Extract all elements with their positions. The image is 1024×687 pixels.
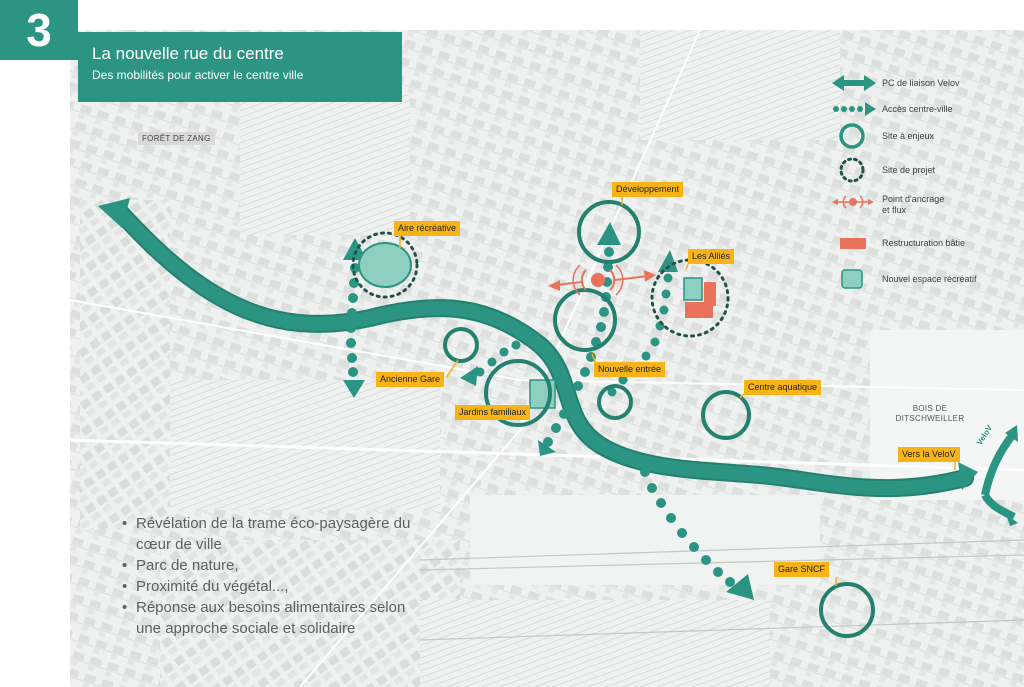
bullet-item: Parc de nature, <box>120 555 420 576</box>
label-developpement: Développement <box>612 182 684 197</box>
legend-item-site-projet: Site de projet <box>830 154 1020 186</box>
orange-rect-icon <box>840 238 866 249</box>
legend-item-site-enjeux: Site à enjeux <box>830 120 1020 152</box>
label-aire-recreative: Aire récréative <box>394 221 461 236</box>
anchor-point-icon <box>832 195 874 209</box>
legend-item-nouvel-espace: Nouvel espace récréatif <box>830 268 1020 294</box>
page-subtitle: Des mobilités pour activer le centre vil… <box>92 68 304 82</box>
access-arrow-southeast <box>640 467 754 600</box>
recreation-patch-aire <box>351 231 419 299</box>
place-foret-de-zang: FORÊT DE ZANG <box>138 132 215 145</box>
bullet-list: Révélation de la trame éco-paysagère du … <box>120 513 420 639</box>
label-jardins-familiaux: Jardins familiaux <box>455 405 531 420</box>
access-arrow-west <box>343 238 367 398</box>
label-gare-sncf: Gare SNCF <box>774 562 830 577</box>
label-les-allies: Les Alliés <box>688 249 735 264</box>
dotted-ring-icon <box>839 157 865 183</box>
corridor-arrow-east <box>958 462 978 490</box>
ring-ancienne-gare <box>443 327 479 363</box>
site-les-allies <box>650 258 730 338</box>
ring-icon <box>839 123 865 149</box>
label-vers-la-velov: Vers la VeloV <box>898 447 960 462</box>
bullet-item: Proximité du végétal..., <box>120 576 420 597</box>
bullet-item: Révélation de la trame éco-paysagère du … <box>120 513 420 555</box>
ring-gare-sncf <box>819 582 875 638</box>
dotted-arrow-icon <box>833 102 876 116</box>
ring-centre-aquatique <box>701 390 751 440</box>
panel-number: 3 <box>0 0 78 60</box>
access-arrow-southwest <box>460 340 521 386</box>
legend-item-velov: PC de liaison Velov <box>830 72 1020 98</box>
anchor-point <box>548 264 656 296</box>
label-ancienne-gare: Ancienne Gare <box>376 372 445 387</box>
access-arrow-central <box>538 222 621 456</box>
ring-developpement <box>577 200 641 264</box>
page-title: La nouvelle rue du centre <box>92 44 284 63</box>
title-banner: La nouvelle rue du centre Des mobilités … <box>78 32 402 102</box>
ring-jardins <box>484 359 552 427</box>
green-patch-icon <box>841 269 863 289</box>
label-centre-aquatique: Centre aquatique <box>744 380 822 395</box>
corridor-arrow-west <box>98 198 130 228</box>
bullet-item: Réponse aux besoins alimentaires selon u… <box>120 597 420 639</box>
ring-small-center <box>597 384 633 420</box>
legend-item-acces: Accès centre-ville <box>830 98 1020 124</box>
label-nouvelle-entree: Nouvelle entrée <box>594 362 666 377</box>
legend-item-restructuration: Restructuration bâtie <box>830 232 1020 258</box>
double-arrow-icon <box>832 75 876 91</box>
